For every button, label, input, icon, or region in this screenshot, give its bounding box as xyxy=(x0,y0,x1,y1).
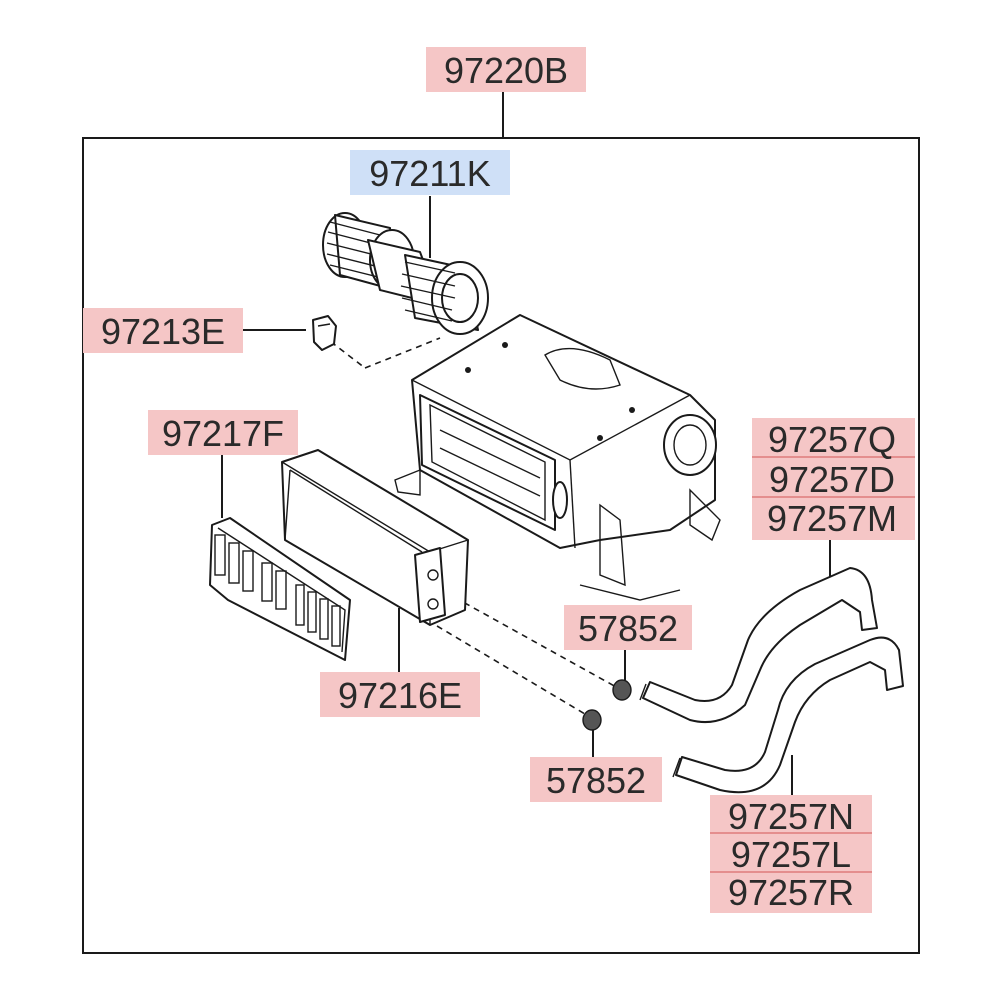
grille-drawing xyxy=(209,517,351,661)
label-text: 97213E xyxy=(101,311,225,352)
hose-clamp-upper-drawing xyxy=(612,679,632,701)
label-text: 97257D xyxy=(769,459,895,500)
leader-lines xyxy=(221,92,831,795)
hose-clamp-lower-drawing xyxy=(582,709,602,731)
assembly-frame xyxy=(82,137,920,954)
clip-drawing xyxy=(312,315,337,351)
label-text: 97257L xyxy=(731,834,851,875)
label-highlight xyxy=(320,672,480,717)
label-grille: 97217F xyxy=(148,410,298,455)
label-text: 57852 xyxy=(578,608,678,649)
label-highlight xyxy=(752,418,915,540)
label-text: 97216E xyxy=(338,675,462,716)
label-highlight xyxy=(350,150,510,195)
hose-lower-drawing xyxy=(672,636,904,794)
label-hose-clamp-upper: 57852 xyxy=(564,605,692,650)
label-text: 97257M xyxy=(767,498,897,539)
label-hose-lower-group: 97257N 97257L 97257R xyxy=(710,795,872,913)
label-highlight xyxy=(148,410,298,455)
label-hose-upper-group: 97257Q 97257D 97257M xyxy=(752,418,915,540)
label-text: 97220B xyxy=(444,50,568,91)
label-text: 97257R xyxy=(728,872,854,913)
label-hose-clamp-lower: 57852 xyxy=(530,757,662,802)
hose-upper-drawing xyxy=(639,567,878,724)
label-highlight xyxy=(710,795,872,913)
label-blower-motor: 97211K xyxy=(350,150,510,195)
label-text: 97217F xyxy=(162,413,284,454)
heater-housing-drawing xyxy=(394,314,721,601)
label-highlight xyxy=(426,47,586,92)
label-text: 57852 xyxy=(546,760,646,801)
blower-motor-drawing xyxy=(322,212,489,335)
label-clip: 97213E xyxy=(83,308,243,353)
label-highlight xyxy=(83,308,243,353)
label-highlight xyxy=(564,605,692,650)
label-text: 97257N xyxy=(728,796,854,837)
heater-core-drawing xyxy=(281,449,469,626)
label-text: 97257Q xyxy=(768,419,896,460)
label-assembly: 97220B xyxy=(426,47,586,92)
label-text: 97211K xyxy=(369,153,490,194)
label-highlight xyxy=(530,757,662,802)
label-heater-core: 97216E xyxy=(320,672,480,717)
